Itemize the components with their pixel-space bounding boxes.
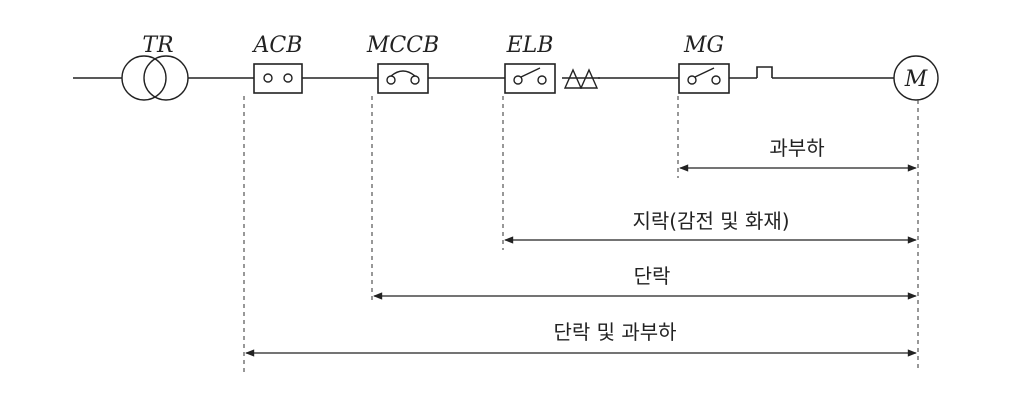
range-short-circuit-overload: 단락 및 과부하 bbox=[245, 320, 917, 357]
transformer-symbol bbox=[121, 55, 189, 101]
range-short-circuit-label: 단락 bbox=[634, 264, 671, 288]
mccb-symbol bbox=[377, 63, 429, 94]
range-overload-label: 과부하 bbox=[769, 136, 824, 160]
acb-symbol bbox=[253, 63, 303, 94]
guide-lines bbox=[243, 96, 919, 372]
transformer-label: TR bbox=[142, 33, 173, 58]
mg-label: MG bbox=[683, 33, 724, 58]
acb-label: ACB bbox=[252, 33, 303, 58]
main-line bbox=[73, 66, 894, 79]
elb-symbol bbox=[504, 63, 556, 94]
range-overload: 과부하 bbox=[679, 136, 917, 172]
elb-label: ELB bbox=[506, 33, 554, 58]
mccb-label: MCCB bbox=[366, 33, 439, 58]
range-short-circuit-overload-label: 단락 및 과부하 bbox=[553, 320, 676, 344]
motor-label: M bbox=[904, 67, 928, 92]
zct-symbol bbox=[562, 68, 600, 89]
mg-symbol bbox=[678, 63, 730, 94]
range-ground-fault: 지락(감전 및 화재) bbox=[504, 209, 917, 244]
range-ground-fault-label: 지락(감전 및 화재) bbox=[632, 209, 789, 233]
motor-symbol bbox=[893, 55, 939, 101]
range-short-circuit: 단락 bbox=[373, 264, 917, 300]
